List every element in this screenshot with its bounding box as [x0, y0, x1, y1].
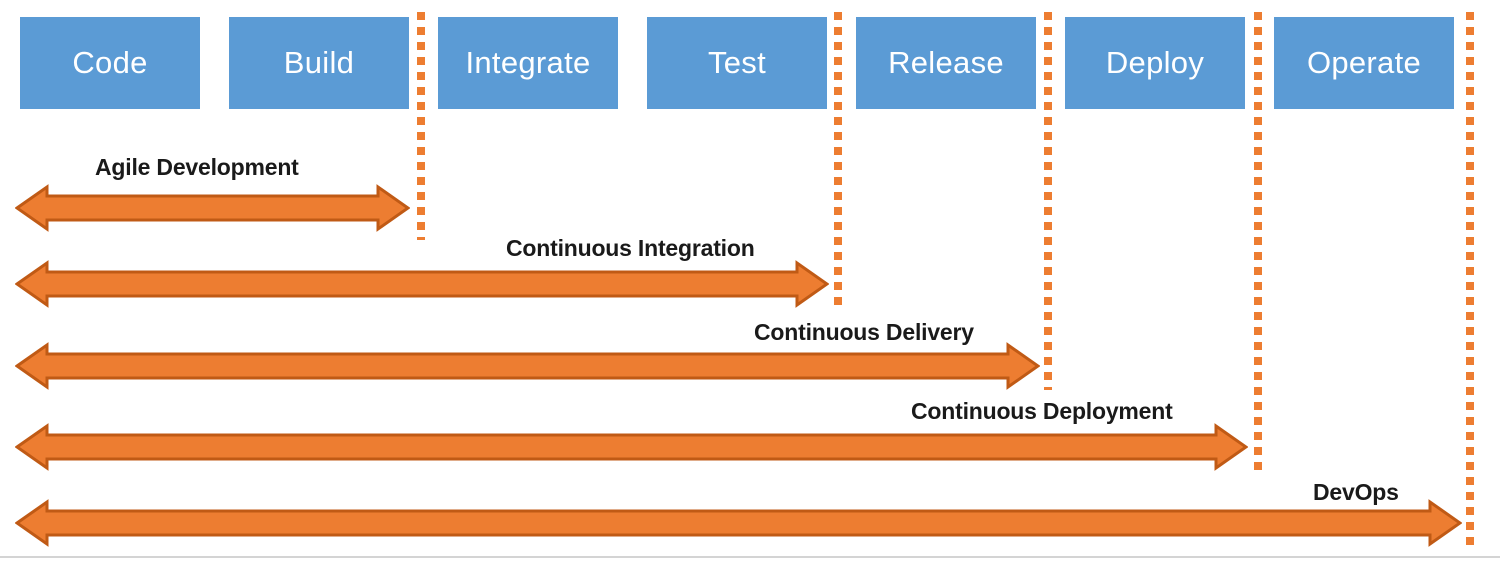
- stage-box-build: Build: [229, 17, 409, 109]
- dotted-boundary-after-release: [1044, 12, 1052, 390]
- practice-label-continuous-deployment: Continuous Deployment: [911, 398, 1173, 424]
- stage-box-integrate: Integrate: [438, 17, 618, 109]
- double-arrow-devops: [15, 499, 1462, 547]
- dotted-boundary-after-operate: [1466, 12, 1474, 546]
- stage-label-test: Test: [707, 45, 767, 80]
- double-arrow-icon: [15, 499, 1462, 547]
- stage-box-code: Code: [20, 17, 200, 109]
- stage-box-test: Test: [647, 17, 827, 109]
- stage-label-integrate: Integrate: [465, 45, 591, 80]
- stage-box-operate: Operate: [1274, 17, 1454, 109]
- double-arrow-continuous-deployment: [15, 423, 1248, 471]
- double-arrow-continuous-integration: [15, 260, 829, 308]
- practice-label-continuous-delivery: Continuous Delivery: [754, 319, 974, 345]
- double-arrow-icon: [15, 184, 410, 232]
- double-arrow-continuous-delivery: [15, 342, 1040, 390]
- stage-label-deploy: Deploy: [1105, 45, 1205, 80]
- dotted-boundary-after-build: [417, 12, 425, 240]
- stage-label-code: Code: [72, 45, 148, 80]
- practice-label-devops: DevOps: [1313, 479, 1399, 505]
- dotted-boundary-after-deploy: [1254, 12, 1262, 470]
- bottom-divider-line: [0, 556, 1500, 558]
- dotted-boundary-after-test: [834, 12, 842, 308]
- stage-box-release: Release: [856, 17, 1036, 109]
- practice-label-agile-development: Agile Development: [95, 154, 299, 180]
- practice-label-continuous-integration: Continuous Integration: [506, 235, 755, 261]
- double-arrow-icon: [15, 342, 1040, 390]
- stage-box-deploy: Deploy: [1065, 17, 1245, 109]
- stage-label-operate: Operate: [1306, 45, 1422, 80]
- double-arrow-icon: [15, 423, 1248, 471]
- double-arrow-icon: [15, 260, 829, 308]
- double-arrow-agile-development: [15, 184, 410, 232]
- stage-label-build: Build: [283, 45, 355, 80]
- stage-label-release: Release: [888, 45, 1004, 80]
